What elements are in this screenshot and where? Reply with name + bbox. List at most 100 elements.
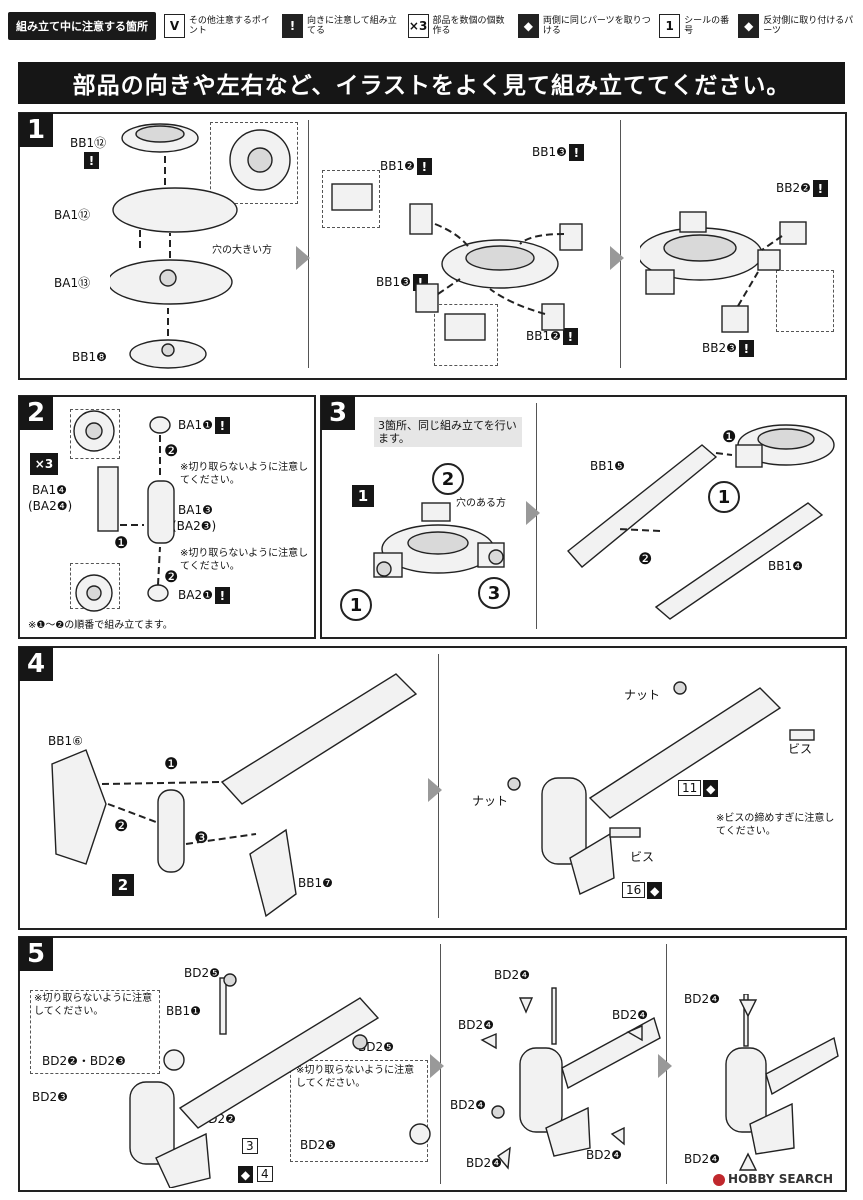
step-number: 5	[19, 937, 53, 971]
legend-text: 部品を数個の個数作る	[432, 16, 505, 36]
next-arrow	[296, 246, 310, 270]
order-marker: ❶	[114, 533, 129, 552]
legend-text: その他注意するポイント	[188, 16, 270, 36]
part-label: BA1⑬	[54, 276, 91, 290]
note: 穴の大きい方	[212, 245, 272, 256]
position-marker: 3	[478, 577, 510, 609]
part-label: BA1❸	[178, 503, 213, 517]
part-label: BB1❸!	[532, 144, 584, 161]
exclamation-icon: !	[214, 417, 230, 434]
next-arrow	[428, 778, 442, 802]
multiply-icon: ×3	[407, 14, 429, 38]
part-label: BB1❼	[298, 876, 333, 890]
step-1-illustration-middle	[331, 183, 583, 341]
quantity-badge: ×3	[30, 453, 58, 475]
sticker-ref: 11◆	[678, 780, 719, 797]
part-label: BD2❺	[300, 1138, 336, 1152]
part-label: BD2❹	[494, 968, 530, 982]
step-3-panel: 3 3箇所、同じ組み立てを行います。 1 1 2 3 穴のある方 BB1❺ BB…	[320, 395, 847, 639]
step-1-illustration-right	[640, 211, 807, 333]
position-marker: 1	[708, 481, 740, 513]
diamond-icon: ◆	[647, 882, 663, 899]
part-label: BB1❷!	[526, 328, 578, 345]
caution-note: ※切り取らないように注意してください。	[180, 462, 309, 486]
caution-note: ※切り取らないように注意してください。	[296, 1065, 415, 1089]
exclamation-icon: !	[282, 14, 303, 38]
sticker-ref: 16◆	[622, 882, 663, 899]
sticker-icon: 11	[678, 780, 702, 796]
part-label: BD2❷・BD2❸	[42, 1054, 126, 1068]
next-arrow	[430, 1054, 444, 1078]
divider	[308, 120, 309, 368]
part-label: ビス	[630, 850, 655, 864]
legend-text: 向きに注意して組み立てる	[306, 16, 397, 36]
position-marker: 1	[340, 589, 372, 621]
detail-box	[290, 1060, 428, 1162]
caution-note: ※切り取らないように注意してください。	[180, 548, 309, 572]
part-label: (BA2❹)	[28, 499, 73, 513]
part-label: BD2❸	[32, 1090, 68, 1104]
part-label: BD2❺	[184, 966, 220, 980]
part-label: ビス	[788, 742, 813, 756]
legend-text: 両側に同じパーツを取りつける	[542, 16, 651, 36]
part-label: BB1⑫	[70, 136, 107, 150]
sticker-ref: ◆4	[236, 1166, 273, 1183]
step-1-illustration-left	[110, 123, 291, 369]
step-4-illustration-left	[51, 673, 418, 918]
step-number: 4	[19, 647, 53, 681]
detail-box	[322, 170, 380, 228]
part-label: BD2❹	[586, 1148, 622, 1162]
legend-text: 反対側に取り付けるパーツ	[763, 16, 854, 36]
part-label: BD2❹	[466, 1156, 502, 1170]
part-label: BB2❷!	[776, 180, 828, 197]
part-label: BB1❺	[590, 459, 625, 473]
detail-box	[776, 270, 834, 332]
note: 穴のある方	[456, 498, 506, 509]
step-note: 3箇所、同じ組み立てを行います。	[374, 417, 522, 447]
part-label: BD2❹	[684, 1152, 720, 1166]
step-1-panel: 1 BB1⑫ ! BA1⑫ BA1⑬ BB1❽ 穴の大きい方 BB1❷! BB1…	[18, 112, 847, 380]
step-number: 3	[321, 396, 355, 430]
step-number: 2	[19, 396, 53, 430]
part-label: BB1⑥	[48, 734, 83, 748]
detail-box	[70, 409, 120, 459]
hobby-search-logo-icon	[713, 1173, 726, 1186]
diamond-icon: ◆	[238, 1166, 253, 1183]
caution-note: ※切り取らないように注意してください。	[34, 993, 153, 1017]
part-label: BB1❹	[768, 559, 803, 573]
part-label: BD2❹	[684, 992, 720, 1006]
legend-item-direction: !向きに注意して組み立てる	[282, 14, 400, 38]
detail-box	[210, 122, 298, 204]
diamond-icon: ◆	[738, 14, 760, 38]
exclamation-icon: !	[416, 158, 432, 175]
divider	[620, 120, 621, 368]
detail-box	[30, 990, 160, 1074]
part-label: BB1❽	[72, 350, 107, 364]
step-5-panel: 5 ※切り取らないように注意してください。 BD2❷・BD2❸ ※切り取らないよ…	[18, 936, 847, 1192]
part-label: BA1❹	[32, 483, 67, 497]
part-label: BD2❹	[612, 1008, 648, 1022]
step-3-illustration-left	[373, 502, 505, 578]
part-label: BA1⑫	[54, 208, 91, 222]
order-marker: ❷	[164, 567, 179, 586]
reference-badge: 2	[112, 874, 134, 896]
step-5-illustration-right	[725, 994, 839, 1171]
part-label: BD2❹	[450, 1098, 486, 1112]
step-4-illustration-right	[507, 681, 815, 895]
order-marker: ❶	[722, 427, 737, 446]
part-label: BB1❷!	[380, 158, 432, 175]
sticker-ref: 3	[242, 1138, 258, 1154]
step-number: 1	[19, 113, 53, 147]
exclamation-icon: !	[214, 587, 230, 604]
step-3-illustration-right	[566, 424, 835, 620]
order-marker: ❷	[164, 441, 179, 460]
exclamation-icon: !	[84, 152, 99, 169]
order-marker: ❶	[164, 754, 179, 773]
part-label: ナット	[624, 688, 661, 702]
sticker-icon: 3	[242, 1138, 258, 1154]
part-label: BA1❶!	[178, 417, 230, 434]
